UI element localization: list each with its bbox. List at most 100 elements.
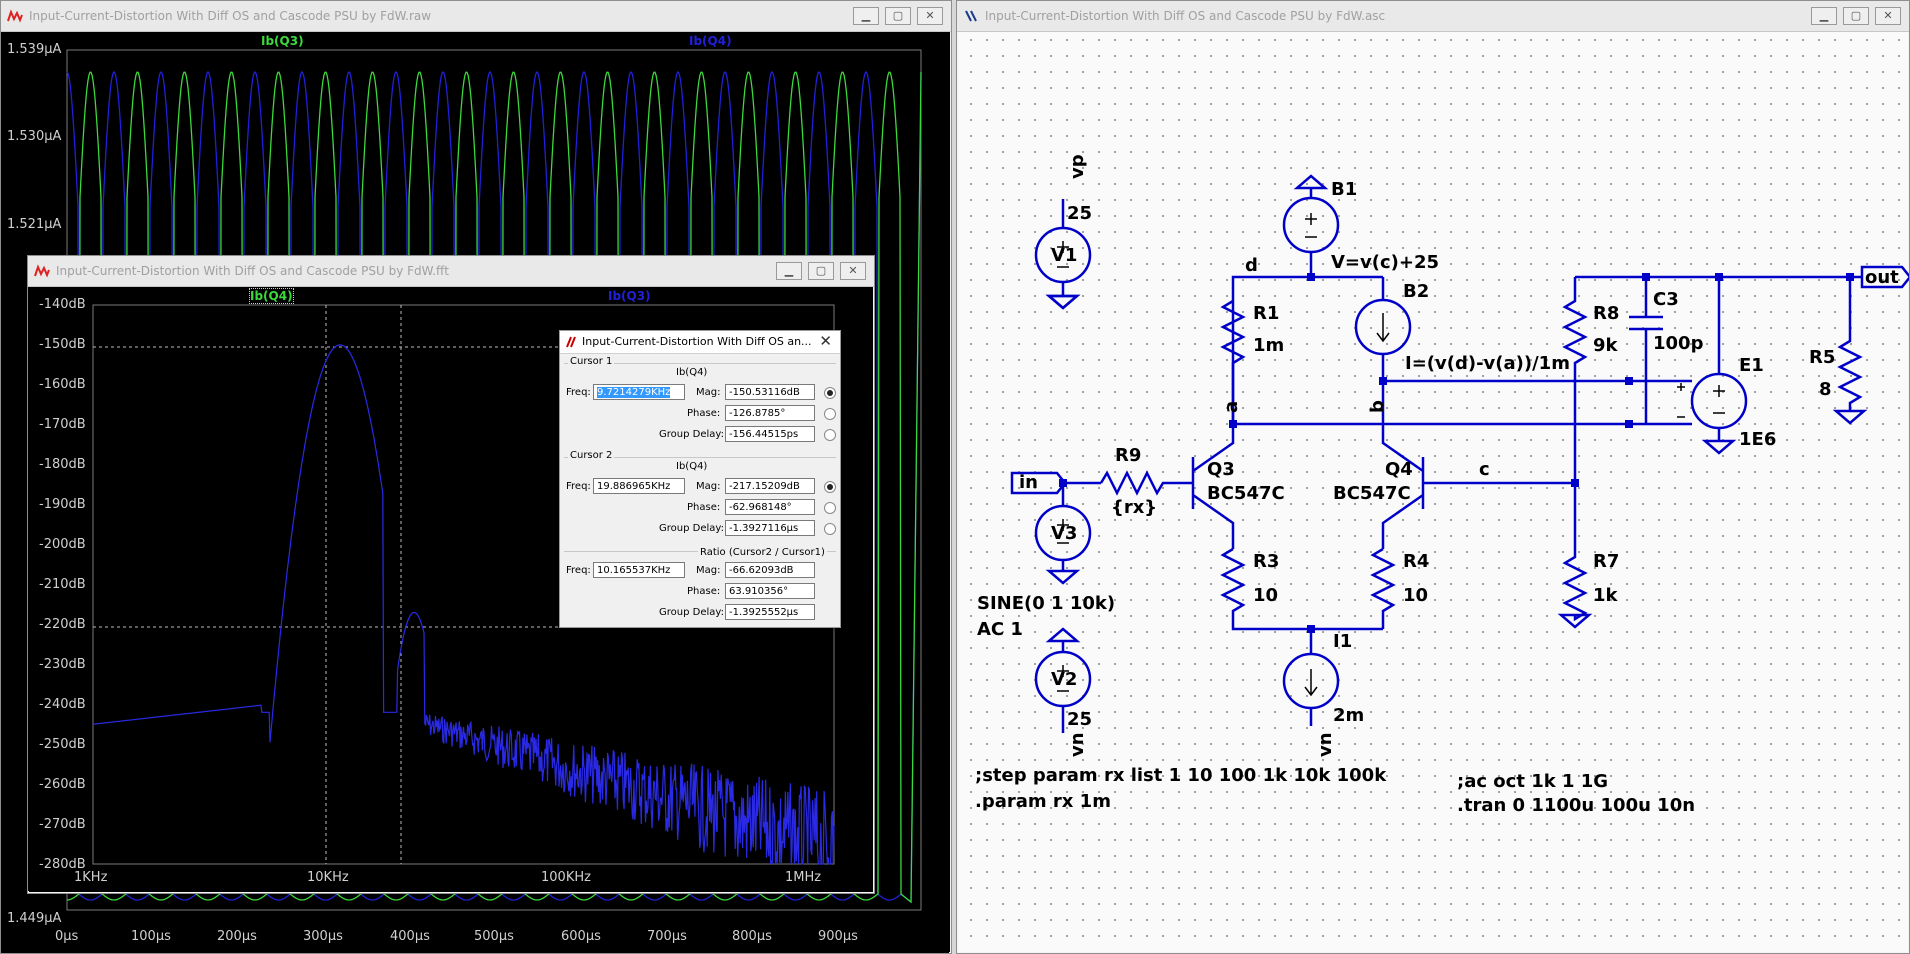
fft-y-tick: -170dB <box>39 417 86 432</box>
source-symbols <box>1057 213 1725 697</box>
directive-step[interactable]: ;step param rx list 1 10 100 1k 10k 100k <box>975 765 1387 786</box>
fft-x-tick: 10KHz <box>307 870 349 885</box>
cursor1-mag-radio[interactable] <box>824 387 836 399</box>
cursor2-mag-radio[interactable] <box>824 481 836 493</box>
directive-param[interactable]: .param rx 1m <box>975 791 1111 812</box>
r9-value: {rx} <box>1111 497 1158 518</box>
v2-value: 25 <box>1067 709 1093 730</box>
c3-name: C3 <box>1653 289 1679 310</box>
waveform-icon <box>7 9 23 23</box>
fft-y-tick: -270dB <box>39 817 86 832</box>
cursor2-group-delay-label: Group Delay: <box>659 523 724 534</box>
cursor2-phase-field[interactable]: -62.968148° <box>725 499 815 515</box>
maximize-button[interactable]: ▢ <box>808 262 834 280</box>
raw-trace-label-2[interactable]: Ib(Q4) <box>689 34 732 48</box>
raw-x-tick: 700µs <box>647 929 687 944</box>
schematic-canvas[interactable] <box>963 32 1901 951</box>
v3-ac-value: AC 1 <box>977 619 1023 640</box>
raw-x-tick: 0µs <box>55 929 79 944</box>
q4-model: BC547C <box>1333 483 1411 504</box>
cursor-dialog-titlebar[interactable]: Input-Current-Distortion With Diff OS an… <box>560 331 840 354</box>
q3-model: BC547C <box>1207 483 1285 504</box>
cursor-dialog: Input-Current-Distortion With Diff OS an… <box>559 330 841 628</box>
r5-name: R5 <box>1809 347 1836 368</box>
b1-value: V=v(c)+25 <box>1331 252 1439 273</box>
raw-y-tick: 1.449µA <box>7 911 62 926</box>
directive-ac[interactable]: ;ac oct 1k 1 1G <box>1457 771 1609 792</box>
cursor2-phase-radio[interactable] <box>824 502 836 514</box>
fft-y-tick: -160dB <box>39 377 86 392</box>
ltspice-icon <box>566 336 576 348</box>
ratio-caption: Ratio (Cursor2 / Cursor1) <box>698 547 827 558</box>
cursor-dialog-title: Input-Current-Distortion With Diff OS an… <box>582 335 812 348</box>
ratio-group-delay-label: Group Delay: <box>659 607 724 618</box>
cursor1-trace: Ib(Q4) <box>676 367 708 378</box>
ratio-freq-field[interactable]: 10.165537KHz <box>593 562 685 578</box>
fft-trace-label-2[interactable]: Ib(Q3) <box>608 289 651 303</box>
fft-y-tick: -230dB <box>39 657 86 672</box>
raw-traces <box>66 70 922 904</box>
v1-value: 25 <box>1067 203 1093 224</box>
net-out-label: out <box>1865 267 1899 288</box>
fft-window-titlebar[interactable]: Input-Current-Distortion With Diff OS an… <box>28 256 874 287</box>
close-icon[interactable]: ✕ <box>819 332 832 350</box>
e1-value: 1E6 <box>1739 429 1777 450</box>
close-button[interactable]: ✕ <box>840 262 866 280</box>
cursor1-phase-label: Phase: <box>687 408 721 419</box>
cursor2-freq-field[interactable]: 19.886965KHz <box>593 478 685 494</box>
cursor2-group-delay-radio[interactable] <box>824 523 836 535</box>
ratio-phase-label: Phase: <box>687 586 721 597</box>
v3-name: SINE(0 1 10k) <box>977 593 1116 614</box>
cursor2-mag-label: Mag: <box>696 481 721 492</box>
raw-trace-label-1[interactable]: Ib(Q3) <box>261 34 304 48</box>
fft-y-tick: -220dB <box>39 617 86 632</box>
r5-value: 8 <box>1819 379 1832 400</box>
minimize-button[interactable]: ▁ <box>853 7 879 25</box>
fft-window-title: Input-Current-Distortion With Diff OS an… <box>56 264 449 278</box>
directive-tran[interactable]: .tran 0 1100u 100u 10n <box>1457 795 1696 816</box>
fft-trace-label-1[interactable]: Ib(Q4) <box>249 288 294 304</box>
raw-window-titlebar[interactable]: Input-Current-Distortion With Diff OS an… <box>1 1 951 32</box>
fft-y-tick: -140dB <box>39 297 86 312</box>
cursor2-trace: Ib(Q4) <box>676 461 708 472</box>
cursor2-group-delay-field[interactable]: -1.3927116µs <box>725 520 815 536</box>
cursor1-freq-field[interactable]: 9.7214279KHz <box>593 384 685 400</box>
fft-y-tick: -150dB <box>39 337 86 352</box>
schematic-window-titlebar[interactable]: Input-Current-Distortion With Diff OS an… <box>957 1 1909 32</box>
minimize-button[interactable]: ▁ <box>776 262 802 280</box>
maximize-icon: ▢ <box>815 264 827 277</box>
i1-net-label: vn <box>1315 732 1336 757</box>
c3-value: 100p <box>1653 333 1704 354</box>
cursor1-mag-field[interactable]: -150.53116dB <box>725 384 815 400</box>
net-in-label: in <box>1019 472 1038 493</box>
cursor1-phase-radio[interactable] <box>824 408 836 420</box>
maximize-button[interactable]: ▢ <box>1843 7 1869 25</box>
ratio-phase-field[interactable]: 63.910356° <box>725 583 815 599</box>
schematic-drawing[interactable] <box>957 1 1909 953</box>
raw-x-tick: 900µs <box>818 929 858 944</box>
net-a-label: a <box>1221 400 1242 413</box>
raw-y-tick: 1.521µA <box>7 217 62 232</box>
cursor1-group-delay-field[interactable]: -156.44515ps <box>725 426 815 442</box>
b2-value: I=(v(d)-v(a))/1m <box>1405 353 1570 374</box>
q3-name: Q3 <box>1207 459 1235 480</box>
close-icon: ✕ <box>925 9 935 22</box>
cursor2-phase-label: Phase: <box>687 502 721 513</box>
ratio-mag-field[interactable]: -66.62093dB <box>725 562 815 578</box>
close-button[interactable]: ✕ <box>1875 7 1901 25</box>
fft-y-tick: -280dB <box>39 857 86 872</box>
minimize-button[interactable]: ▁ <box>1811 7 1837 25</box>
fft-y-tick: -210dB <box>39 577 86 592</box>
cursor2-mag-field[interactable]: -217.15209dB <box>725 478 815 494</box>
b2-name: B2 <box>1403 281 1430 302</box>
maximize-button[interactable]: ▢ <box>885 7 911 25</box>
cursor1-group-delay-radio[interactable] <box>824 429 836 441</box>
close-button[interactable]: ✕ <box>917 7 943 25</box>
cursor2-freq-label: Freq: <box>566 481 591 492</box>
cursor1-freq-label: Freq: <box>566 387 591 398</box>
ratio-group-delay-field[interactable]: -1.3925552µs <box>725 604 815 620</box>
cursor1-phase-field[interactable]: -126.8785° <box>725 405 815 421</box>
net-vp-label: vp <box>1067 154 1088 179</box>
schematic-icon <box>965 10 977 22</box>
net-d-label: d <box>1245 255 1258 276</box>
